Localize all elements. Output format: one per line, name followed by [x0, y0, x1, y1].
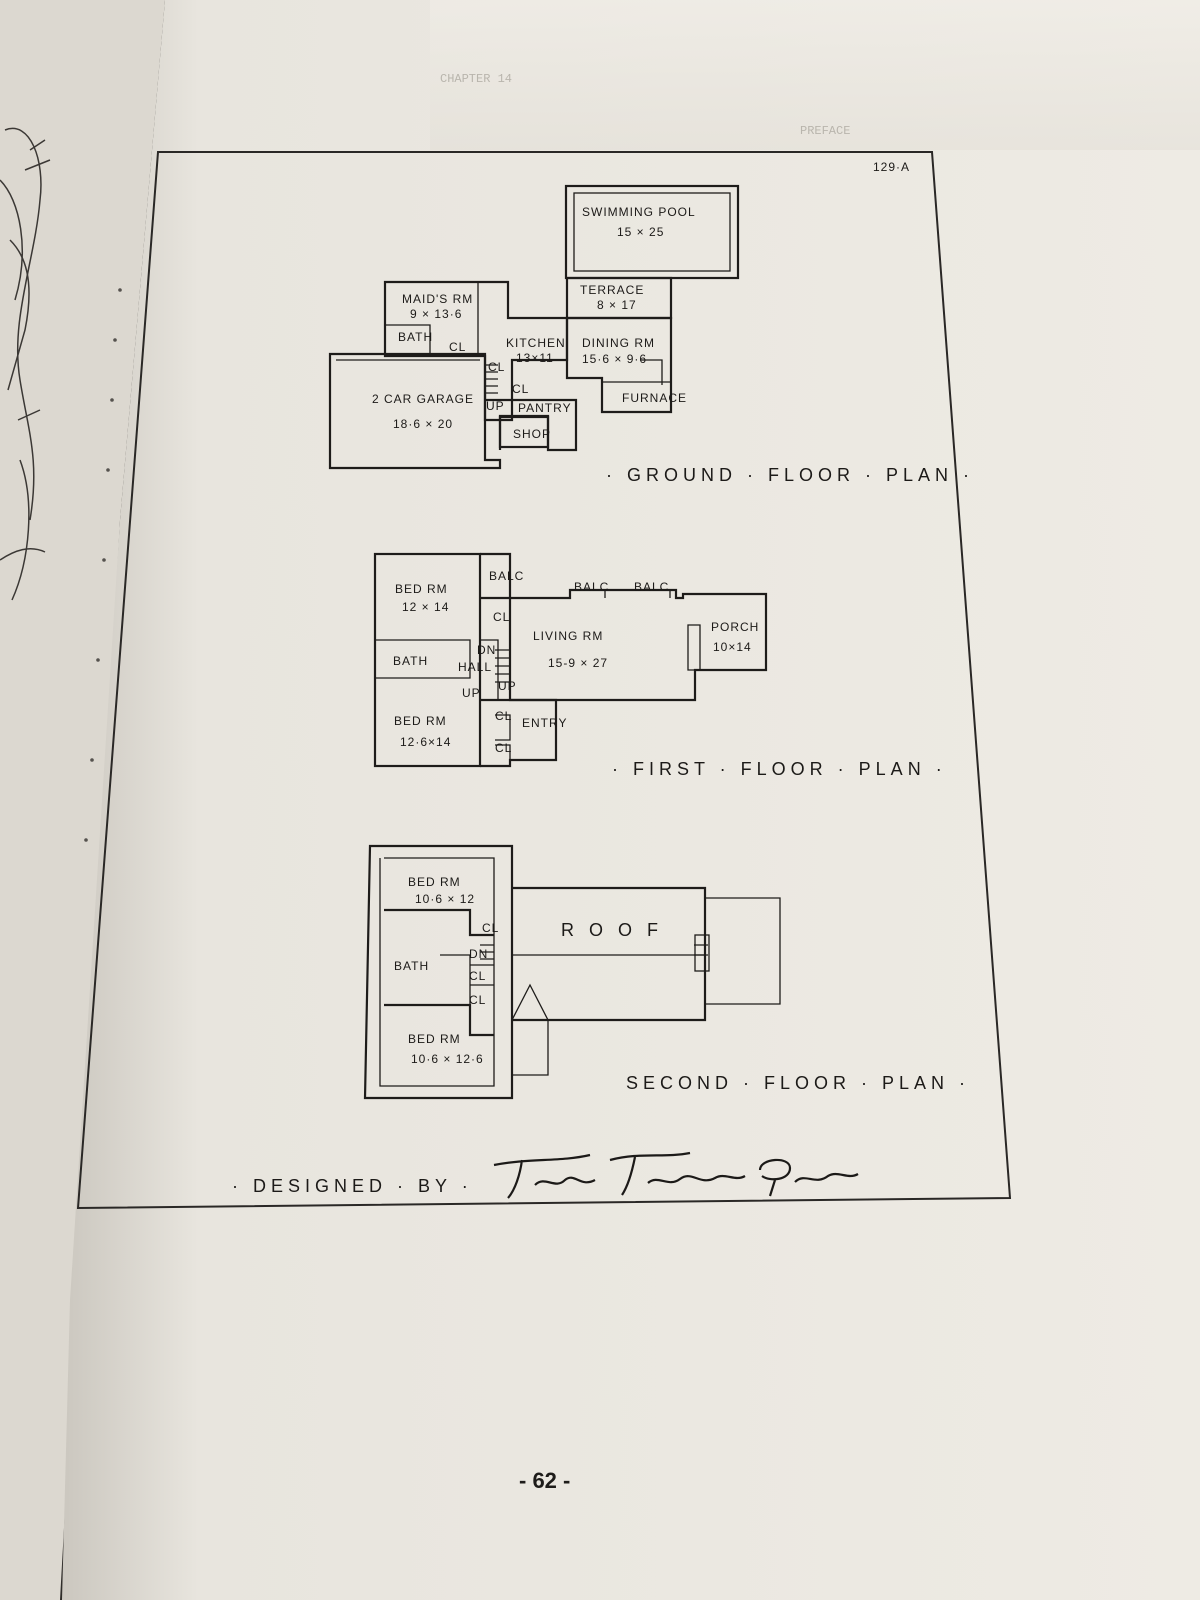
gf-bath-name: BATH — [398, 330, 433, 344]
ff-balc1: BALC — [489, 569, 524, 583]
gf-kitchen-name: KITCHEN — [506, 336, 566, 350]
ff-bed1-size: 12 × 14 — [402, 600, 449, 614]
gf-garage-name: 2 CAR GARAGE — [372, 392, 474, 406]
ghost-preface: PREFACE — [800, 124, 850, 138]
ff-bed1-name: BED RM — [395, 582, 448, 596]
sf-bed1-size: 10·6 × 12 — [415, 892, 475, 906]
ff-living-name: LIVING RM — [533, 629, 603, 643]
ff-porch-size: 10×14 — [713, 640, 752, 654]
second-floor-title: SECOND · FLOOR · PLAN · — [626, 1073, 970, 1093]
gf-maids-name: MAID'S RM — [402, 292, 473, 306]
sf-dn: DN — [469, 947, 488, 961]
gf-pool-name: SWIMMING POOL — [582, 205, 696, 219]
sf-bed2-name: BED RM — [408, 1032, 461, 1046]
gf-cl2: CL — [488, 360, 505, 374]
ff-bed2-name: BED RM — [394, 714, 447, 728]
sf-cl3: CL — [469, 993, 486, 1007]
facing-page-sketch — [0, 127, 51, 601]
gf-terrace-size: 8 × 17 — [597, 298, 637, 312]
ff-up1: UP — [462, 686, 481, 700]
first-floor-labels: BED RM 12 × 14 BALC BALC BALC CL LIVING … — [393, 569, 947, 779]
ff-bath: BATH — [393, 654, 428, 668]
ff-cl3: CL — [495, 741, 512, 755]
bleed-through-text: CHAPTER 14 PREFACE — [440, 72, 850, 138]
designer-signature — [493, 1151, 859, 1199]
ff-entry: ENTRY — [522, 716, 567, 730]
designed-by-label: · DESIGNED · BY · — [232, 1176, 473, 1196]
sf-bath: BATH — [394, 959, 429, 973]
first-floor-plan — [373, 552, 768, 768]
gf-pool-size: 15 × 25 — [617, 225, 664, 239]
plate-number: 129·A — [873, 160, 910, 174]
designer-credit: · DESIGNED · BY · — [232, 1151, 859, 1199]
ground-floor-labels: SWIMMING POOL 15 × 25 TERRACE 8 × 17 MAI… — [372, 205, 974, 485]
gf-up: UP — [486, 399, 505, 413]
gf-kitchen-size: 13×11 — [516, 351, 554, 365]
gf-furnace: FURNACE — [622, 391, 687, 405]
main-page — [62, 0, 1200, 1600]
ff-balc3: BALC — [634, 580, 669, 594]
ff-balc2: BALC — [574, 580, 609, 594]
gf-maids-size: 9 × 13·6 — [410, 307, 462, 321]
page-number: - 62 - — [519, 1468, 570, 1493]
first-floor-title: · FIRST · FLOOR · PLAN · — [612, 759, 947, 779]
gf-dining-name: DINING RM — [582, 336, 655, 350]
gf-cl3: CL — [512, 382, 529, 396]
ghost-chapter: CHAPTER 14 — [440, 72, 512, 86]
gf-pantry: PANTRY — [518, 401, 572, 415]
ff-up2: UP — [498, 679, 517, 693]
gf-shop: SHOP — [513, 427, 551, 441]
ff-bed2-size: 12·6×14 — [400, 735, 451, 749]
ground-floor-title: · GROUND · FLOOR · PLAN · — [606, 465, 974, 485]
gf-terrace-name: TERRACE — [580, 283, 644, 297]
second-floor-plan — [363, 844, 781, 1100]
ff-porch-name: PORCH — [711, 620, 759, 634]
second-floor-labels: BED RM 10·6 × 12 CL R O O F BATH DN CL C… — [394, 875, 970, 1093]
facing-page-dots — [84, 288, 122, 842]
sf-cl2: CL — [469, 969, 486, 983]
ground-floor-plan — [328, 184, 740, 470]
sf-cl1: CL — [482, 921, 499, 935]
ff-hall: HALL — [458, 660, 492, 674]
ff-cl1: CL — [493, 610, 510, 624]
sf-roof: R O O F — [561, 920, 663, 940]
gf-dining-size: 15·6 × 9·6 — [582, 352, 647, 366]
gf-cl1: CL — [449, 340, 466, 354]
sf-bed2-size: 10·6 × 12·6 — [411, 1052, 484, 1066]
sf-bed1-name: BED RM — [408, 875, 461, 889]
gf-garage-size: 18·6 × 20 — [393, 417, 453, 431]
ff-living-size: 15-9 × 27 — [548, 656, 608, 670]
ff-dn: DN — [477, 643, 496, 657]
ff-cl2: CL — [495, 709, 512, 723]
plate-frame — [76, 151, 1012, 1210]
facing-page — [0, 0, 165, 1600]
